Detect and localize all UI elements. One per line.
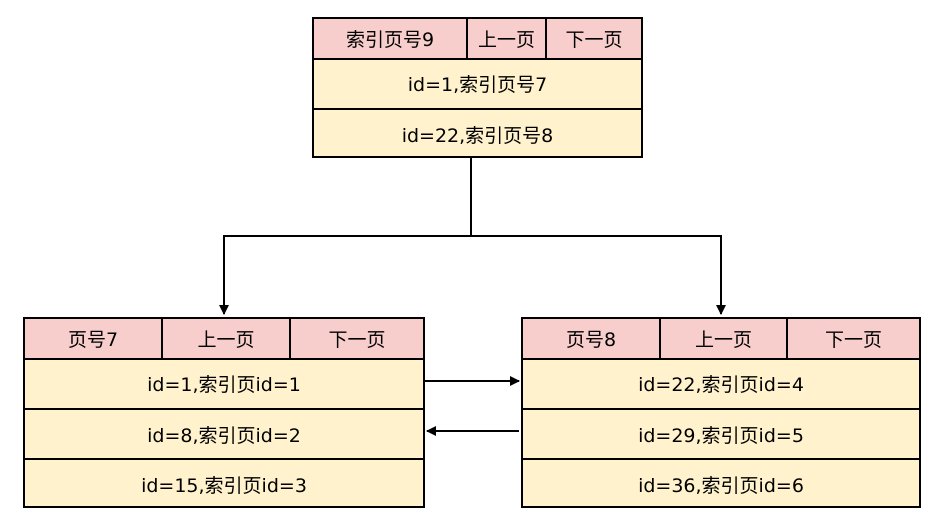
tree-link-left [219, 157, 472, 315]
leaf-page-7-header: 页号7 上一页 下一页 [25, 319, 423, 360]
tree-link-right [471, 235, 726, 315]
leaf-page-7: 页号7 上一页 下一页 id=1,索引页id=1 id=8,索引页id=2 id… [23, 317, 425, 508]
root-page-header: 索引页号9 上一页 下一页 [314, 19, 641, 60]
leaf-page-7-number: 页号7 [67, 329, 119, 351]
root-page-number: 索引页号9 [345, 29, 435, 51]
root-entry: id=22,索引页号8 [314, 108, 641, 158]
root-prev-page: 上一页 [466, 19, 545, 58]
leaf-page-7-entry: id=15,索引页id=3 [25, 458, 423, 508]
leaf-page-7-entry: id=1,索引页id=1 [147, 373, 301, 396]
leaf-page-7-next: 下一页 [289, 319, 423, 358]
root-next-page: 下一页 [545, 19, 641, 58]
leaf-page-7-entry: id=8,索引页id=2 [25, 408, 423, 458]
leaf-page-8-header: 页号8 上一页 下一页 [523, 319, 919, 360]
leaf-page-8-next: 下一页 [786, 319, 919, 358]
leaf-page-8-entry: id=29,索引页id=5 [523, 408, 919, 458]
leaf-page-8-entry: id=22,索引页id=4 [638, 373, 804, 396]
leaf-page-8: 页号8 上一页 下一页 id=22,索引页id=4 id=29,索引页id=5 … [521, 317, 921, 508]
leaf-page-7-prev: 上一页 [161, 319, 289, 358]
leaf-page-8-number: 页号8 [565, 329, 617, 351]
leaf-page-8-entry: id=36,索引页id=6 [523, 458, 919, 508]
root-index-page: 索引页号9 上一页 下一页 id=1,索引页号7 id=22,索引页号8 [312, 17, 643, 158]
root-entry: id=1,索引页号7 [407, 73, 548, 96]
leaf-page-8-prev: 上一页 [659, 319, 786, 358]
